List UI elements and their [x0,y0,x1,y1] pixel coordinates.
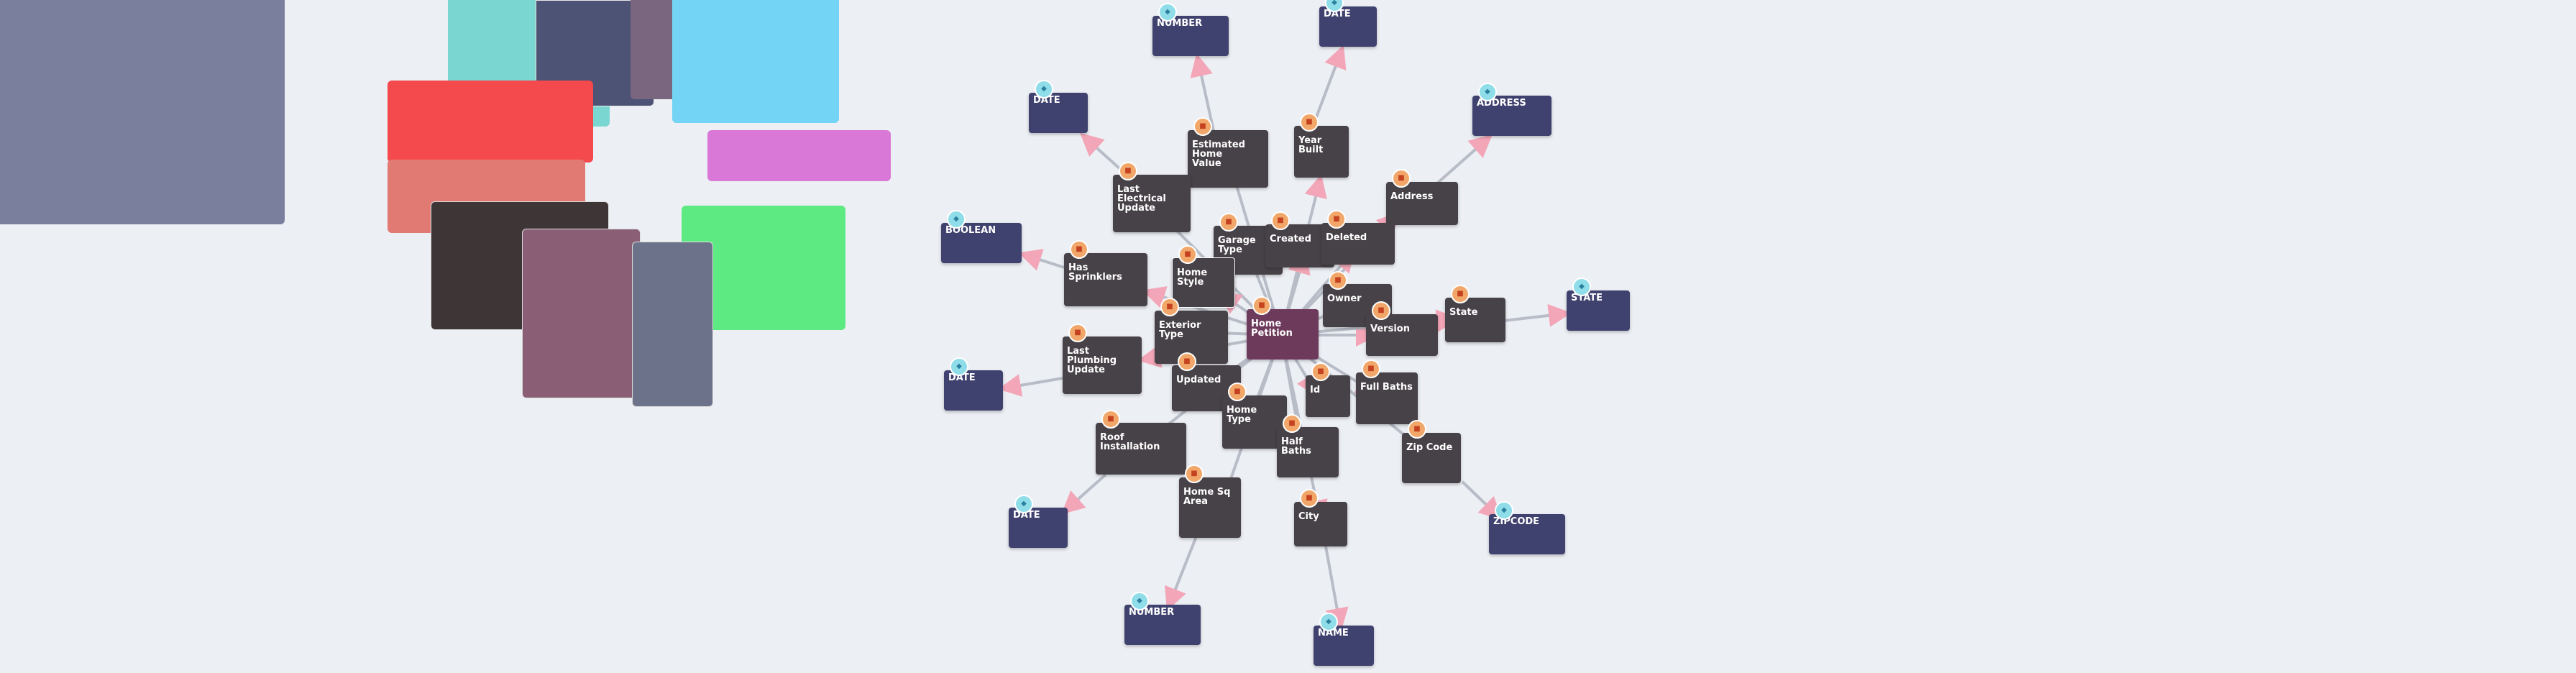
tag-icon: ◆ [1035,80,1053,99]
cube-icon: ■ [1178,245,1197,264]
cube-icon: ■ [1327,210,1346,229]
cube-icon: ■ [1311,362,1330,381]
cube-icon: ■ [1119,162,1137,180]
type-node-date-left[interactable]: ◆DATE [1029,80,1088,133]
cube-icon: ■ [1252,296,1271,315]
cube-icon: ■ [1271,211,1290,230]
cube-icon: ■ [1068,324,1087,342]
property-node-state[interactable]: ■State [1445,285,1505,342]
edge-zip-code-zipcode [1461,480,1503,521]
edge-year-built-date [1311,45,1347,127]
center-node-home-petition[interactable]: ■Home Petition [1247,296,1319,360]
type-node-boolean[interactable]: ◆BOOLEAN [941,210,1022,263]
type-node-date-mid[interactable]: ◆DATE [944,357,1003,411]
property-node-id[interactable]: ■Id [1306,362,1350,417]
cube-icon: ■ [1329,271,1347,290]
decor-block-red [388,81,593,162]
edge-roof-date [1061,473,1107,515]
property-node-full-baths[interactable]: ■Full Baths [1356,360,1418,424]
decor-block-steel [632,242,713,407]
cube-icon: ■ [1451,285,1470,303]
cube-icon: ■ [1362,360,1380,378]
property-node-last-plumbing-update[interactable]: ■Last Plumbing Update [1063,324,1142,394]
property-node-has-sprinklers[interactable]: ■Has Sprinklers [1064,240,1147,306]
property-node-last-electrical-update[interactable]: ■Last Electrical Update [1113,162,1191,232]
property-node-exterior-type[interactable]: ■Exterior Type [1155,298,1228,364]
edge-state-state [1503,303,1572,327]
cube-icon: ■ [1070,240,1088,259]
cube-icon: ■ [1193,117,1212,136]
property-node-home-style[interactable]: ■Home Style [1172,245,1235,308]
cube-icon: ■ [1372,301,1390,320]
type-node-state[interactable]: ◆STATE [1567,278,1630,331]
property-node-zip-code[interactable]: ■Zip Code [1402,420,1461,483]
cube-icon: ■ [1300,489,1319,508]
tag-icon: ◆ [950,357,968,376]
property-node-roof-installation[interactable]: ■Roof Installation [1096,410,1186,475]
property-node-address[interactable]: ■Address [1386,169,1458,225]
property-node-home-type[interactable]: ■Home Type [1222,383,1287,449]
edge-address-address [1436,134,1493,184]
cube-icon: ■ [1392,169,1411,188]
property-node-deleted[interactable]: ■Deleted [1321,210,1395,265]
type-node-name[interactable]: ◆NAME [1314,613,1374,666]
tag-icon: ◆ [1014,495,1033,513]
cube-icon: ■ [1228,383,1247,401]
tag-icon: ◆ [1319,613,1338,631]
property-node-home-sq-area[interactable]: ■Home Sq Area [1179,464,1241,538]
tag-icon: ◆ [1572,278,1591,296]
tag-icon: ◆ [1325,0,1344,12]
tag-icon: ◆ [1495,501,1513,520]
cube-icon: ■ [1283,414,1301,433]
cube-icon: ■ [1178,352,1196,371]
cube-icon: ■ [1185,464,1204,483]
cube-icon: ■ [1219,213,1238,232]
edge-estimated-home-value-number [1190,53,1215,132]
edge-home-sq-area-number [1164,536,1198,611]
property-node-half-baths[interactable]: ■Half Baths [1277,414,1339,477]
property-node-city[interactable]: ■City [1294,489,1347,546]
property-node-year-built[interactable]: ■Year Built [1294,113,1349,178]
tag-icon: ◆ [947,210,966,229]
decor-block-sky [672,0,839,123]
tag-icon: ◆ [1478,83,1497,101]
cube-icon: ■ [1101,410,1120,429]
property-node-version[interactable]: ■Version [1366,301,1438,356]
type-node-number-top[interactable]: ◆NUMBER [1152,3,1229,56]
cube-icon: ■ [1160,298,1179,316]
type-node-date-top[interactable]: ◆DATE [1319,0,1377,47]
type-node-number-bottom[interactable]: ◆NUMBER [1124,592,1201,645]
decor-block-plum [522,229,641,398]
tag-icon: ◆ [1130,592,1149,610]
type-node-address[interactable]: ◆ADDRESS [1472,83,1551,136]
edge-has-sprinklers-boolean [1018,249,1065,271]
cube-icon: ■ [1408,420,1426,439]
property-node-estimated-home-value[interactable]: ■Estimated Home Value [1188,117,1268,188]
type-node-date-low[interactable]: ◆DATE [1009,495,1068,548]
type-node-zipcode[interactable]: ◆ZIPCODE [1489,501,1565,554]
edge-city-name [1324,546,1349,631]
tag-icon: ◆ [1158,3,1177,22]
cube-icon: ■ [1300,113,1319,132]
edge-last-plumbing-date [998,374,1063,397]
decor-block-magenta [707,130,891,181]
decor-block-slate [0,0,285,224]
